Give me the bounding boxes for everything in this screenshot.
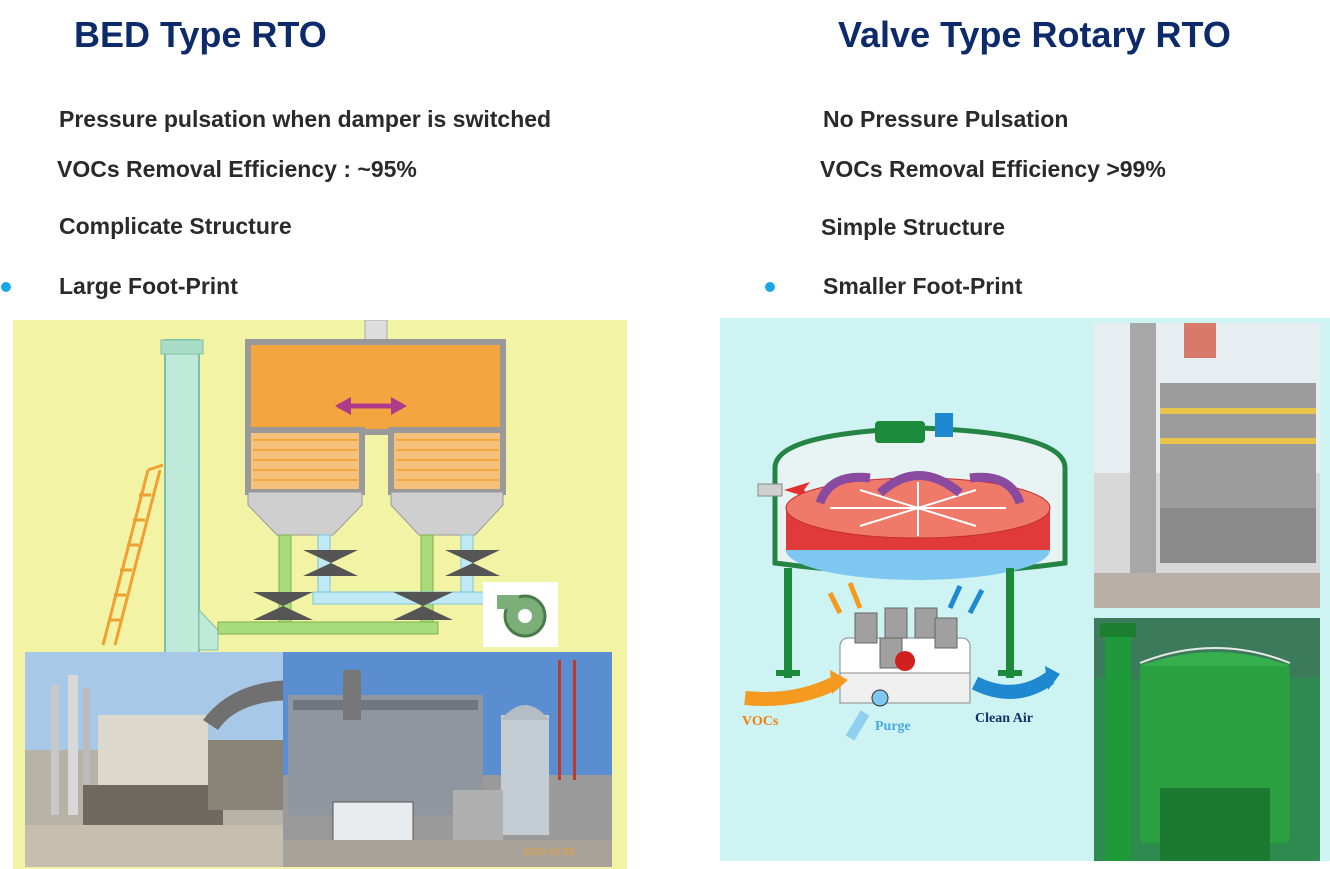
right-feature-4: Smaller Foot-Print [823,273,1023,299]
right-feature-2: VOCs Removal Efficiency >99% [820,156,1166,182]
clean-air-label: Clean Air [975,711,1033,726]
right-feature-3: Simple Structure [821,214,1006,240]
left-feature-3: Complicate Structure [59,213,292,239]
vocs-label: VOCs [742,714,779,729]
bed-type-title: BED Type RTO [74,14,327,55]
right-feature-1: No Pressure Pulsation [823,106,1069,132]
left-feature-2: VOCs Removal Efficiency : ~95% [57,156,417,182]
left-feature-1: Pressure pulsation when damper is switch… [59,106,552,132]
rotary-rto-diagram: VOCs Purge Clean Air [720,318,1330,861]
rotary-type-title: Valve Type Rotary RTO [838,14,1231,55]
right-bullet-icon [765,282,775,292]
photo-date-stamp: 2010-10-25 [523,847,575,858]
bed-rto-schematic: 2010-10-25 [13,320,627,869]
left-feature-4: Large Foot-Print [59,273,238,299]
purge-label: Purge [875,719,911,734]
left-bullet-icon [1,282,11,292]
